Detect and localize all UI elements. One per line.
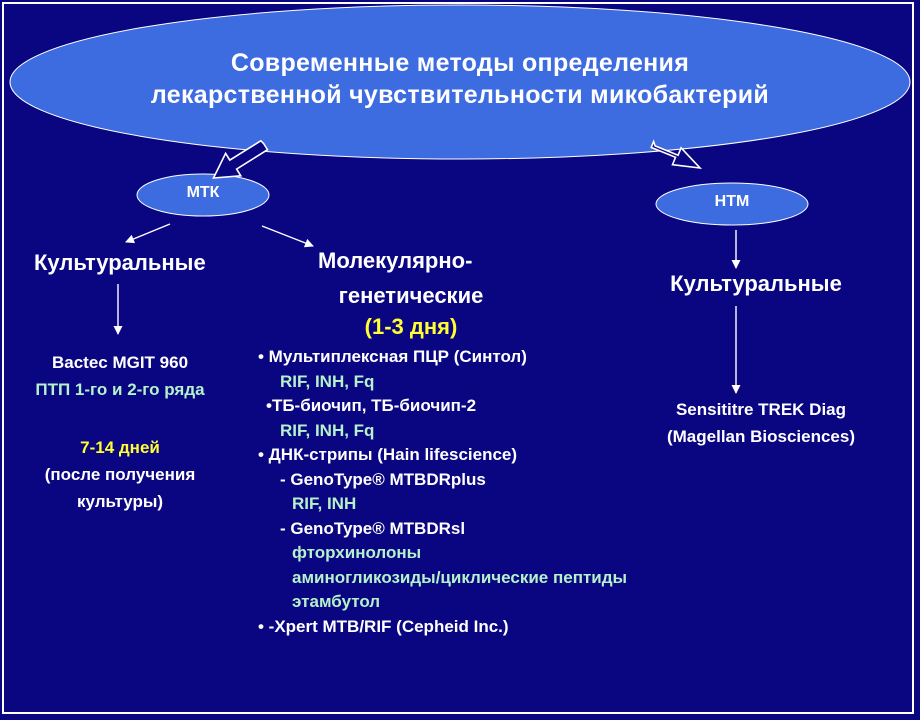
ntm-label: НТМ [714, 193, 750, 210]
molecular-list-item: RIF, INH, Fq [280, 371, 375, 391]
molecular-methods-list: • Мультиплексная ПЦР (Синтол) RIF, INH, F… [258, 345, 818, 639]
mtk-cultural-note-2: культуры) [76, 492, 164, 511]
molecular-list-item: • -Xpert MTB/RIF (Cepheid Inc.) [258, 616, 509, 636]
molecular-list-item: аминогликозиды/циклические пептиды [292, 567, 628, 587]
block-arrow-to-ntm [650, 139, 703, 170]
mtk-cultural-heading: Культуральные [34, 250, 206, 275]
mtk-label: МТК [186, 184, 220, 201]
page-title: Современные методы определения лекарстве… [40, 47, 880, 111]
ntm-oval [655, 182, 809, 226]
molecular-list-item: этамбутол [292, 592, 381, 611]
arrow-mtk-to-cultural [125, 223, 171, 244]
ntm-cultural-heading: Культуральные [670, 271, 842, 296]
title-oval [9, 4, 911, 160]
mtk-molecular-heading-2: генетические [338, 283, 484, 308]
title-line-1: Современные методы определения [230, 49, 690, 77]
title-line-2: лекарственной чувствительности микобакте… [150, 81, 770, 109]
mtk-cultural-time: 7-14 дней [80, 438, 160, 457]
molecular-list-item: • Мультиплексная ПЦР (Синтол) [258, 347, 527, 366]
molecular-list-item: RIF, INH [292, 494, 357, 513]
block-arrow-to-mtk [212, 139, 269, 179]
arrow-mtk-to-molecular [261, 225, 314, 248]
ntm-method: Sensititre TREK Diag [675, 400, 847, 419]
mtk-oval [136, 173, 270, 217]
molecular-list-item: фторхинолоны [292, 543, 422, 562]
mtk-molecular-heading-1: Молекулярно- [318, 248, 473, 273]
mtk-cultural-note-1: (после получения [44, 465, 196, 484]
molecular-list-item: • ДНК-стрипы (Hain lifescience) [258, 445, 518, 464]
mtk-molecular-time: (1-3 дня) [364, 314, 458, 339]
molecular-list-item: RIF, INH, Fq [280, 420, 375, 440]
molecular-list-item: - GenoType® MTBDRsl [280, 518, 466, 538]
molecular-list-item: •ТБ-биочип, ТБ-биочип-2 [266, 396, 477, 415]
molecular-list-item: - GenoType® MTBDRplus [280, 469, 486, 489]
mtk-cultural-drugs: ПТП 1-го и 2-го ряда [35, 380, 205, 399]
ntm-maker: (Magellan Biosciences) [666, 427, 855, 446]
mtk-cultural-method: Bactec MGIT 960 [51, 353, 189, 372]
